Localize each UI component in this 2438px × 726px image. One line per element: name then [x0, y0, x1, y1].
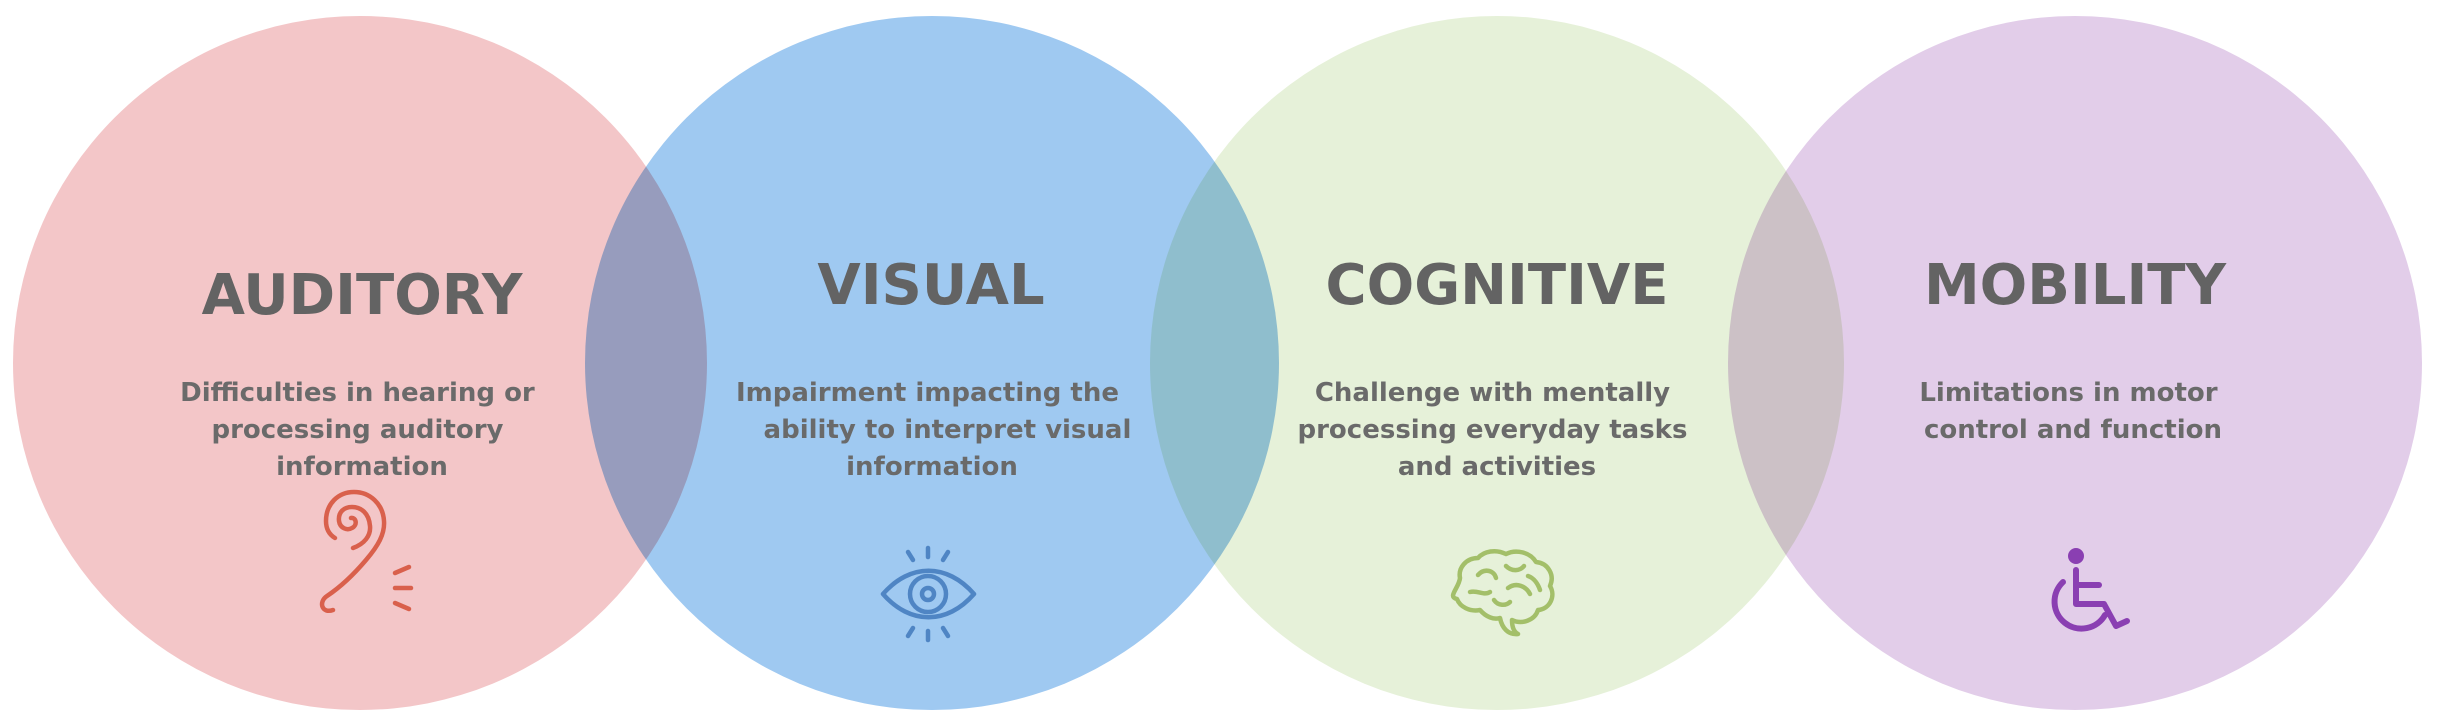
- auditory-section: AUDITORY Difficulties in hearing or proc…: [180, 263, 544, 614]
- ear-icon: [319, 489, 414, 614]
- visual-title: VISUAL: [817, 253, 1044, 318]
- auditory-desc-line: processing auditory: [211, 415, 503, 445]
- auditory-desc-line: information: [276, 452, 448, 482]
- cognitive-desc-line: and activities: [1398, 452, 1596, 482]
- auditory-title: AUDITORY: [202, 263, 524, 328]
- visual-circle: [585, 16, 1279, 710]
- auditory-desc-line: Difficulties in hearing or: [180, 378, 535, 408]
- mobility-circle: [1728, 16, 2422, 710]
- visual-description: Impairment impacting the ability to inte…: [736, 378, 1140, 482]
- wheelchair-icon: [2051, 548, 2130, 632]
- visual-desc-line: Impairment impacting the: [736, 378, 1119, 408]
- visual-section: VISUAL Impairment impacting the ability …: [736, 253, 1140, 643]
- auditory-description: Difficulties in hearing or processing au…: [180, 378, 544, 482]
- cognitive-desc-line: Challenge with mentally: [1315, 378, 1670, 408]
- cognitive-description: Challenge with mentally processing every…: [1298, 378, 1697, 482]
- cognitive-desc-line: processing everyday tasks: [1298, 415, 1688, 445]
- brain-icon: [1450, 548, 1555, 637]
- mobility-desc-line: Limitations in motor: [1919, 378, 2217, 408]
- eye-icon: [880, 545, 977, 643]
- cognitive-title: COGNITIVE: [1326, 253, 1669, 318]
- mobility-title: MOBILITY: [1924, 253, 2228, 318]
- visual-desc-line: information: [846, 452, 1018, 482]
- mobility-desc-line: control and function: [1924, 415, 2222, 445]
- auditory-circle: [13, 16, 707, 710]
- visual-desc-line: ability to interpret visual: [764, 415, 1132, 445]
- mobility-section: MOBILITY Limitations in motor control an…: [1919, 253, 2228, 632]
- cognitive-section: COGNITIVE Challenge with mentally proces…: [1298, 253, 1697, 637]
- mobility-description: Limitations in motor control and functio…: [1919, 378, 2226, 445]
- cognitive-circle: [1150, 16, 1844, 710]
